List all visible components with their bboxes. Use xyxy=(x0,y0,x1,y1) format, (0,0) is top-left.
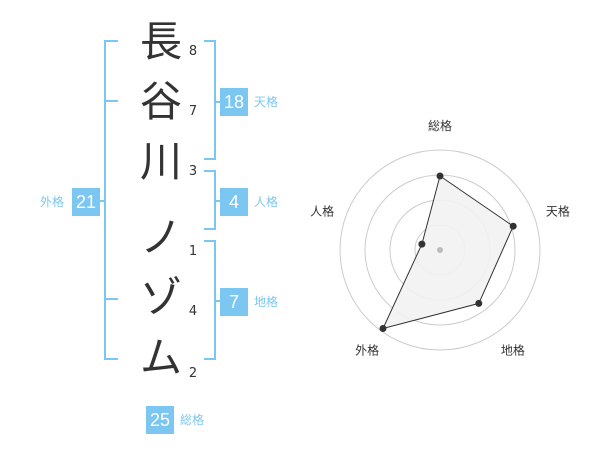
name-char-2: 谷 xyxy=(139,77,182,126)
radar-point-1 xyxy=(436,172,444,180)
radar-point-4 xyxy=(379,325,387,332)
stroke-count-6: 2 xyxy=(188,366,198,381)
radar-point-5 xyxy=(418,240,426,248)
chikaku-value-badge: 7 xyxy=(220,288,248,316)
chikaku-bracket-tick xyxy=(204,240,216,242)
tenkaku-label: 天格 xyxy=(254,95,279,109)
radar-center-point xyxy=(437,247,443,253)
name-char-6: ム xyxy=(139,333,182,382)
jinkaku-label: 人格 xyxy=(254,195,279,209)
soukaku-label: 総格 xyxy=(180,413,205,427)
jinkaku-bracket-tick xyxy=(204,228,216,230)
tenkaku-value-badge: 18 xyxy=(220,88,248,116)
radar-axis-label-3: 地格 xyxy=(501,342,525,357)
tenkaku-bracket-tick xyxy=(204,40,216,42)
name-char-5: ゾ xyxy=(139,273,182,322)
gaikaku-bracket-tick xyxy=(104,298,118,300)
radar-axis-label-4: 外格 xyxy=(355,342,379,357)
soukaku-value-badge: 25 xyxy=(146,406,174,434)
chikaku-bracket-connector xyxy=(214,300,220,302)
jinkaku-value-badge: 4 xyxy=(220,188,248,216)
gaikaku-value-badge: 21 xyxy=(72,188,100,216)
chikaku-bracket-tick xyxy=(204,358,216,360)
radar-grid-ring xyxy=(339,149,541,351)
radar-point-3 xyxy=(475,299,483,307)
gaikaku-label: 外格 xyxy=(40,195,65,209)
name-char-4: ノ xyxy=(139,213,182,262)
tenkaku-bracket-spine xyxy=(214,40,216,160)
stroke-count-1: 8 xyxy=(188,44,198,59)
radar-axis-label-5: 人格 xyxy=(310,204,334,219)
chikaku-label: 地格 xyxy=(254,295,279,309)
gaikaku-bracket-tick xyxy=(104,40,118,42)
jinkaku-bracket-tick xyxy=(204,170,216,172)
gaikaku-bracket-connector xyxy=(100,200,106,202)
gaikaku-bracket-tick xyxy=(104,358,118,360)
gaikaku-bracket-tick xyxy=(104,100,118,102)
name-char-3: 川 xyxy=(139,137,182,186)
jinkaku-bracket-connector xyxy=(214,200,220,202)
radar-axis-label-2: 天格 xyxy=(546,204,570,219)
stroke-count-3: 3 xyxy=(188,164,198,179)
radar-point-2 xyxy=(509,222,517,230)
name-char-1: 長 xyxy=(139,17,182,66)
stroke-count-2: 7 xyxy=(188,104,198,119)
tenkaku-bracket-connector xyxy=(214,101,220,103)
radar-series-polygon xyxy=(382,175,514,330)
stroke-count-5: 4 xyxy=(188,304,198,319)
radar-axis-label-1: 総格 xyxy=(428,118,452,133)
stroke-count-4: 1 xyxy=(188,244,198,259)
tenkaku-bracket-tick xyxy=(204,158,216,160)
